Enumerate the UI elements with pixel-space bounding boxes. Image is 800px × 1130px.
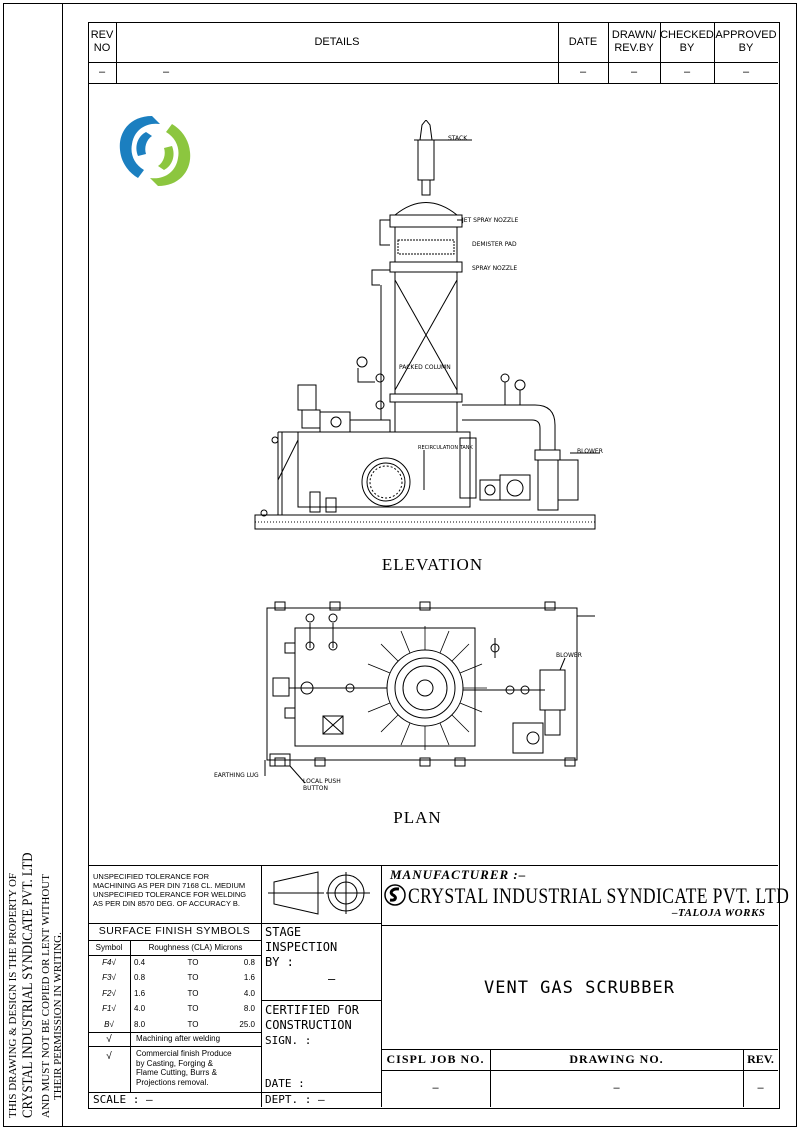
sf-to: TO [187, 1004, 199, 1014]
manufacturer-label: MANUFACTURER :– [390, 867, 527, 882]
sf-from: 8.0 [134, 1019, 146, 1029]
drawn-by-header: DRAWN/ REV.BY [611, 29, 657, 54]
plan-caption: PLAN [393, 808, 442, 827]
sf-from: 4.0 [134, 1004, 146, 1014]
property-note-line2: CRYSTAL INDUSTRIAL SYNDICATE PVT. LTD [20, 852, 36, 1118]
sf-value: 25.0 [239, 1019, 255, 1029]
drawing-no-label: DRAWING NO. [569, 1052, 664, 1066]
sf-machining-symbol: √ [106, 1033, 112, 1045]
sign-label: SIGN. : [265, 1034, 312, 1047]
sf-value: 0.8 [243, 958, 255, 967]
approved-by-value: – [742, 66, 750, 78]
sf-symbol: F3√ [102, 973, 116, 983]
stage-inspection-value: – [328, 972, 336, 986]
sf-symbol-header: Symbol [95, 943, 123, 952]
rev-no-header: REV NO [90, 29, 114, 54]
rev-no-value: – [98, 66, 106, 78]
company-name: CRYSTAL INDUSTRIAL SYNDICATE PVT. LTD [408, 883, 790, 908]
checked-by-header: CHECKED BY [660, 29, 714, 54]
rev-label: REV. [747, 1052, 774, 1066]
tolerance-note: UNSPECIFIED TOLERANCE FOR MACHINING AS P… [93, 872, 247, 908]
third-angle-projection-symbol [268, 871, 370, 915]
elevation-drawing [254, 120, 600, 530]
surface-finish-title: SURFACE FINISH SYMBOLS [98, 925, 251, 937]
date-header: DATE [568, 35, 598, 48]
job-no-label: CISPL JOB NO. [386, 1052, 485, 1066]
sf-symbol: F2√ [102, 988, 116, 998]
date-label: DATE : [265, 1077, 305, 1090]
sf-from: 0.4 [134, 958, 146, 967]
sf-from: 1.6 [134, 988, 146, 998]
margin-line [62, 3, 63, 1126]
drawing-title: VENT GAS SCRUBBER [484, 978, 675, 998]
details-header: DETAILS [314, 35, 360, 48]
drawing-border [88, 22, 780, 1109]
sf-commercial-symbol: √ [106, 1050, 112, 1062]
date-value: – [579, 66, 587, 78]
property-note-line1: THIS DRAWING & DESIGN IS THE PROPERTY OF [7, 872, 19, 1118]
sf-commercial-text: Commercial finish Produce by Casting, Fo… [136, 1049, 232, 1087]
stage-inspection-label: STAGE INSPECTION BY : [265, 925, 338, 969]
property-note: THIS DRAWING & DESIGN IS THE PROPERTY OF [6, 788, 20, 1118]
sf-value: 4.0 [243, 988, 255, 998]
sf-symbol: B√ [104, 1019, 114, 1029]
label-blower-plan: BLOWER [556, 652, 582, 659]
label-packed-column: PACKED COLUMN [399, 364, 451, 371]
dept-label: DEPT. : – [265, 1093, 325, 1106]
sf-to: TO [187, 973, 199, 983]
sf-roughness-header: Roughness (CLA) Microns [148, 943, 243, 952]
details-value: – [162, 66, 170, 78]
company-logo [119, 116, 191, 186]
plan-drawing [264, 601, 595, 784]
label-jet-spray-nozzle: JET SPRAY NOZZLE [462, 217, 519, 224]
label-spray-nozzle: SPRAY NOZZLE [472, 265, 518, 272]
sf-to: TO [187, 958, 199, 967]
label-demister-pad: DEMISTER PAD [472, 241, 517, 248]
company-mark-icon [384, 884, 406, 906]
label-recirculation-tank: RECIRCULATION TANK [418, 445, 473, 451]
property-note-permission: THEIR PERMISSION IN WRITING. [52, 932, 64, 1100]
sf-symbol: F1√ [102, 1004, 116, 1014]
sf-to: TO [187, 988, 199, 998]
sf-to: TO [187, 1019, 199, 1029]
property-note-line4: THEIR PERMISSION IN WRITING. [52, 932, 64, 1100]
label-earthing-lug: EARTHING LUG [214, 772, 259, 779]
scale-label: SCALE : – [93, 1093, 153, 1106]
approved-by-header: APPROVED BY [715, 29, 777, 54]
rev-value: – [757, 1082, 764, 1094]
sf-machining-text: Machining after welding [136, 1034, 221, 1043]
checked-by-value: – [683, 66, 691, 78]
sf-value: 1.6 [243, 973, 255, 983]
label-stack: STACK [448, 135, 468, 142]
drawn-by-value: – [630, 66, 638, 78]
label-local-push-button: LOCAL PUSH BUTTON [303, 778, 341, 792]
property-note-company: CRYSTAL INDUSTRIAL SYNDICATE PVT. LTD [20, 806, 36, 1118]
outer-border [3, 3, 797, 1127]
property-note-line3: AND MUST NOT BE COPIED OR LENT WITHOUT [40, 874, 52, 1118]
sf-value: 8.0 [243, 1004, 255, 1014]
sf-symbol: F4√ [102, 958, 116, 967]
property-note-copy: AND MUST NOT BE COPIED OR LENT WITHOUT [40, 874, 52, 1118]
elevation-caption: ELEVATION [381, 555, 484, 574]
label-blower-elevation: BLOWER [577, 448, 603, 455]
works-label: –TALOJA WORKS [672, 907, 766, 919]
job-no-value: – [432, 1082, 439, 1094]
drawing-no-value: – [613, 1082, 620, 1094]
sf-from: 0.8 [134, 973, 146, 983]
certified-label: CERTIFIED FOR CONSTRUCTION [265, 1003, 359, 1032]
